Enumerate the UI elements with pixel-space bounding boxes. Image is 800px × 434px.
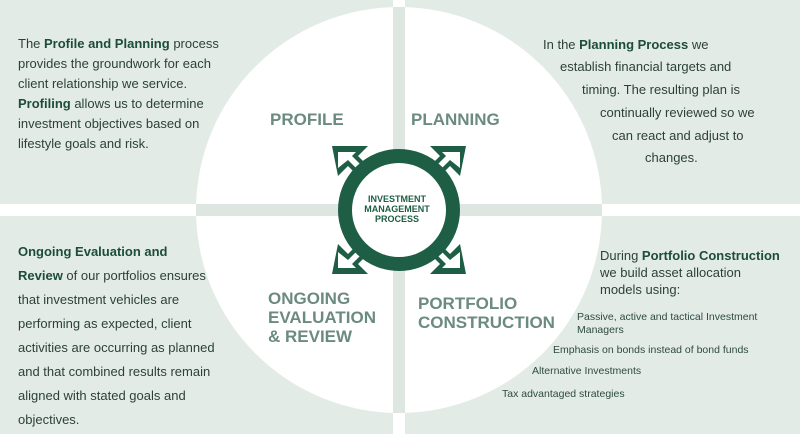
text-line: objectives. (18, 412, 80, 427)
text-line: changes. (645, 150, 698, 165)
text-line: During Portfolio Construction (600, 248, 780, 263)
label-line: ONGOING (268, 289, 351, 308)
text-line: In the Planning Process we (543, 37, 709, 52)
text-line: activities are occurring as planned (18, 340, 215, 355)
strategy-item: Tax advantaged strategies (502, 388, 625, 400)
text-line: client relationship we service. (18, 76, 188, 91)
text-line: lifestyle goals and risk. (18, 136, 149, 151)
text-line: Ongoing Evaluation and (18, 244, 168, 259)
center-title-line: INVESTMENT (367, 194, 426, 204)
center-ring (338, 149, 460, 271)
label-planning: PLANNING (411, 110, 500, 129)
text-line: establish financial targets and (560, 59, 732, 74)
text-line: that investment vehicles are (18, 292, 180, 307)
strategy-item: Emphasis on bonds instead of bond funds (553, 344, 749, 356)
center-title: INVESTMENT MANAGEMENT PROCESS (357, 194, 437, 224)
center-title-line: PROCESS (374, 214, 419, 224)
center-title-line: MANAGEMENT (364, 204, 430, 214)
text-line: timing. The resulting plan is (582, 82, 741, 97)
text-line: we build asset allocation (600, 265, 741, 280)
text-line: investment objectives based on (18, 116, 200, 131)
strategy-item: Passive, active and tactical Investment (577, 311, 758, 323)
label-line: EVALUATION (268, 308, 376, 327)
strategy-item: Managers (577, 324, 624, 336)
label-profile: PROFILE (270, 110, 344, 129)
label-line: CONSTRUCTION (418, 313, 555, 332)
text-line: Profiling allows us to determine (18, 96, 204, 111)
text-line: performing as expected, client (18, 316, 192, 331)
text-line: aligned with stated goals and (18, 388, 186, 403)
label-line: & REVIEW (268, 327, 353, 346)
text-line: The Profile and Planning process (18, 36, 219, 51)
text-line: Review of our portfolios ensures (18, 268, 206, 283)
label-ongoing-evaluation: ONGOING EVALUATION & REVIEW (268, 289, 376, 346)
strategy-item: Alternative Investments (532, 365, 642, 377)
text-line: models using: (600, 282, 681, 297)
text-line: continually reviewed so we (600, 105, 755, 120)
text-line: can react and adjust to (612, 128, 744, 143)
label-line: PORTFOLIO (418, 294, 518, 313)
text-line: provides the groundwork for each (18, 56, 211, 71)
label-portfolio-construction: PORTFOLIO CONSTRUCTION (418, 294, 555, 332)
text-line: and that combined results remain (18, 364, 211, 379)
